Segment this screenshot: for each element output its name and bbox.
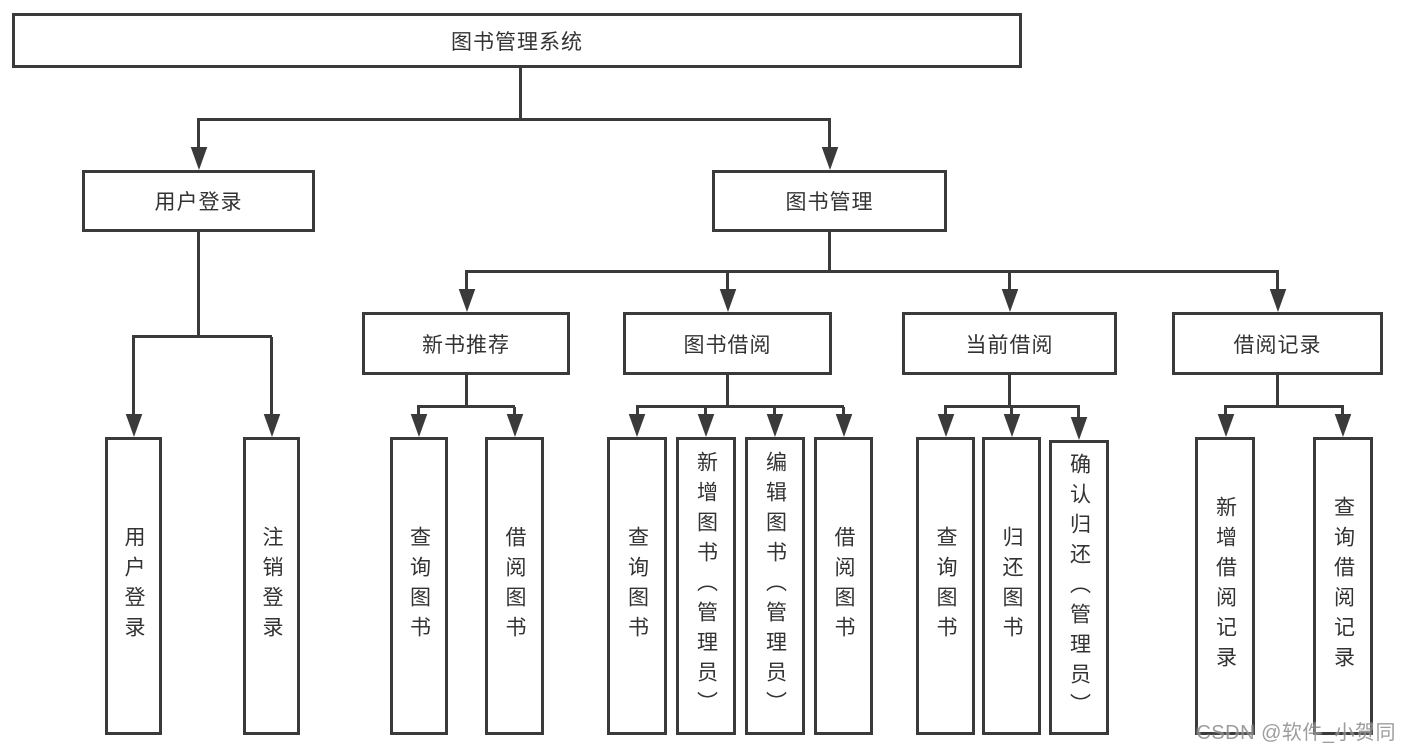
- connector-user-login-branch: [132, 335, 272, 338]
- arrow-down-icon: [410, 414, 428, 437]
- node-leaf-query-book-1: 查询图书: [390, 437, 448, 735]
- connector-stem: [1008, 375, 1011, 407]
- connector-drop: [636, 407, 639, 416]
- connector-drop: [944, 407, 947, 416]
- node-label: 查询图书: [407, 526, 431, 646]
- node-label: 图书管理系统: [451, 30, 583, 54]
- node-label: 借阅记录: [1233, 333, 1322, 357]
- connector-drop: [726, 272, 729, 291]
- watermark: CSDN @软件_小贺同学: [1196, 722, 1396, 744]
- node-user-login-group: 用户登录: [82, 170, 315, 232]
- arrow-down-icon: [1070, 417, 1088, 440]
- connector-level2-branch: [465, 270, 1279, 273]
- node-label: 查询图书: [934, 526, 957, 646]
- node-borrowing-records: 借阅记录: [1172, 312, 1383, 375]
- connector-drop: [197, 120, 200, 149]
- connector-user-login-stem: [197, 232, 200, 337]
- node-leaf-query-book-2: 查询图书: [607, 437, 667, 735]
- node-leaf-logout: 注销登录: [243, 437, 300, 735]
- arrow-down-icon: [937, 414, 955, 437]
- arrow-down-icon: [719, 289, 737, 312]
- connector-root-stem: [519, 67, 522, 120]
- arrow-down-icon: [1217, 414, 1235, 437]
- connector-drop: [828, 120, 831, 149]
- node-label: 当前借阅: [965, 333, 1054, 357]
- node-leaf-return-book: 归还图书: [982, 437, 1041, 735]
- arrow-down-icon: [1001, 289, 1019, 312]
- node-label: 用户登录: [154, 191, 243, 214]
- arrow-down-icon: [506, 414, 524, 437]
- connector-drop: [842, 407, 845, 416]
- node-new-book-recommendation: 新书推荐: [362, 312, 570, 375]
- arrow-down-icon: [1334, 414, 1352, 437]
- node-book-management: 图书管理: [712, 170, 947, 232]
- connector-drop: [270, 337, 273, 416]
- connector-drop: [1276, 272, 1279, 291]
- connector-drop: [773, 407, 776, 416]
- arrow-down-icon: [1269, 289, 1287, 312]
- connector-drop: [1077, 407, 1080, 418]
- node-leaf-confirm-return-admin: 确认归还（管理员）: [1049, 440, 1109, 735]
- node-label: 查询借阅记录: [1331, 496, 1355, 676]
- arrow-down-icon: [628, 414, 646, 437]
- connector-stem: [1276, 375, 1279, 407]
- node-leaf-user-login: 用户登录: [105, 437, 162, 735]
- connector-branch: [417, 405, 515, 408]
- node-label: 确认归还（管理员）: [1067, 452, 1091, 723]
- arrow-down-icon: [263, 414, 281, 437]
- connector-drop: [465, 272, 468, 291]
- node-label: 归还图书: [1000, 526, 1023, 646]
- connector-drop: [513, 407, 516, 416]
- connector-stem: [465, 375, 468, 407]
- connector-drop: [704, 407, 707, 416]
- node-book-borrowing: 图书借阅: [623, 312, 832, 375]
- connector-level1-branch: [197, 118, 831, 121]
- node-label: 借阅图书: [832, 526, 855, 646]
- node-current-borrowing: 当前借阅: [902, 312, 1117, 375]
- node-label: 借阅图书: [503, 526, 526, 646]
- node-library-management-system: 图书管理系统: [12, 13, 1022, 68]
- arrow-down-icon: [835, 414, 853, 437]
- node-label: 图书管理: [785, 191, 874, 214]
- connector-branch: [1224, 405, 1344, 408]
- node-label: 新增图书（管理员）: [694, 451, 718, 721]
- node-leaf-add-book-admin: 新增图书（管理员）: [676, 437, 736, 735]
- connector-drop: [1224, 407, 1227, 416]
- node-label: 用户登录: [122, 526, 145, 646]
- node-label: 编辑图书（管理员）: [763, 451, 787, 721]
- node-leaf-borrow-book-2: 借阅图书: [814, 437, 873, 735]
- arrow-down-icon: [1003, 414, 1021, 437]
- connector-drop: [1008, 272, 1011, 291]
- connector-stem: [726, 375, 729, 407]
- arrow-down-icon: [125, 414, 143, 437]
- node-label: 新书推荐: [422, 333, 510, 357]
- node-label: 注销登录: [260, 526, 283, 646]
- node-leaf-edit-book-admin: 编辑图书（管理员）: [745, 437, 805, 735]
- node-leaf-borrow-book-1: 借阅图书: [485, 437, 544, 735]
- arrow-down-icon: [458, 289, 476, 312]
- connector-book-mgmt-stem: [828, 232, 831, 272]
- arrow-down-icon: [766, 414, 784, 437]
- node-label: 图书借阅: [683, 333, 772, 357]
- arrow-down-icon: [697, 414, 715, 437]
- node-label: 新增借阅记录: [1213, 496, 1237, 676]
- connector-drop: [417, 407, 420, 416]
- node-label: 查询图书: [625, 526, 649, 646]
- connector-drop: [1010, 407, 1013, 416]
- node-leaf-query-borrow-record: 查询借阅记录: [1313, 437, 1373, 735]
- connector-branch: [636, 405, 844, 408]
- node-leaf-query-book-3: 查询图书: [916, 437, 975, 735]
- connector-drop: [1341, 407, 1344, 416]
- arrow-down-icon: [190, 147, 208, 170]
- connector-branch: [944, 405, 1080, 408]
- node-leaf-add-borrow-record: 新增借阅记录: [1195, 437, 1255, 735]
- connector-drop: [132, 337, 135, 416]
- arrow-down-icon: [821, 147, 839, 170]
